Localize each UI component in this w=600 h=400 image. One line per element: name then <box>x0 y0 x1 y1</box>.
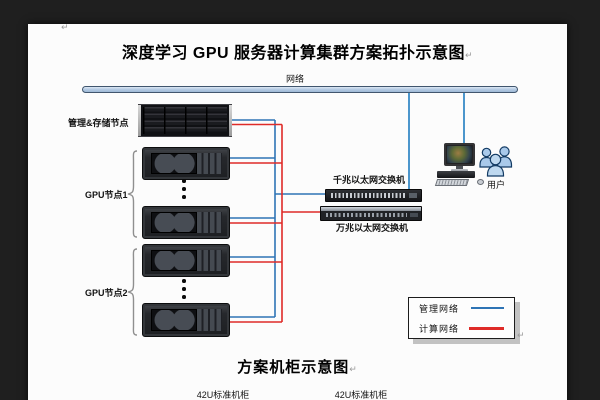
server-rail <box>138 105 141 136</box>
topology-connection-lines <box>228 93 465 323</box>
gpu-server-icon <box>142 244 230 277</box>
compute-network-lines <box>228 123 320 323</box>
gpu-server-icon <box>142 303 230 337</box>
paragraph-mark: ↵ <box>517 330 525 340</box>
storage-server-icon <box>138 104 232 137</box>
switch-uplink-module <box>409 193 417 198</box>
gpu-fan-panel <box>151 250 197 271</box>
desktop-pc-icon <box>437 171 475 178</box>
ellipsis-dots <box>182 279 186 303</box>
legend-box: 管理网络 计算网络 <box>408 297 515 339</box>
gigabit-switch-label: 千兆以太网交换机 <box>333 175 406 185</box>
cabinet-section-heading: 方案机柜示意图↵ <box>28 356 567 377</box>
legend-compute-label: 计算网络 <box>419 323 460 334</box>
gpu-psu-slots <box>197 250 222 271</box>
switch-uplink-module <box>410 213 418 217</box>
gpu-group2-brace <box>127 248 138 336</box>
monitor-icon <box>444 143 475 166</box>
document-page: ↵ 深度学习 GPU 服务器计算集群方案拓扑示意图↵ 网络 <box>28 22 567 400</box>
management-network-lines <box>228 119 325 318</box>
gpu-group2-label: GPU节点2 <box>85 288 128 298</box>
gpu-server-icon <box>142 147 230 180</box>
monitor-screen <box>447 146 472 163</box>
gpu-group1-brace <box>127 150 138 238</box>
monitor-base <box>451 169 468 172</box>
network-bus-bar <box>82 86 518 93</box>
gpu-fan-panel <box>151 212 197 233</box>
switch-top-panel <box>321 207 421 211</box>
right-cabinet-label: 42U标准机柜 <box>334 390 388 400</box>
storage-node-label: 管理&存储节点 <box>68 118 129 128</box>
legend-row-management: 管理网络 <box>419 302 504 315</box>
page-title-text: 深度学习 GPU 服务器计算集群方案拓扑示意图 <box>121 45 466 62</box>
gpu-psu-slots <box>197 212 222 233</box>
gpu-psu-slots <box>197 153 222 174</box>
keyboard-icon <box>434 179 470 186</box>
gpu-group1-label: GPU节点1 <box>85 190 128 200</box>
gigabit-switch-icon <box>325 189 422 202</box>
compute-line-sample <box>469 326 504 330</box>
users-label: 用户 <box>487 180 506 190</box>
paragraph-mark: ↵ <box>349 364 358 374</box>
monitor-stand <box>456 166 463 169</box>
gpu-psu-slots <box>197 309 222 331</box>
users-group-icon <box>479 146 513 177</box>
gpu-fan-panel <box>151 153 197 174</box>
network-label: 网络 <box>286 74 305 84</box>
gpu-fan-panel <box>151 309 197 331</box>
drive-bays <box>143 107 227 134</box>
server-rail <box>229 105 232 136</box>
legend-management-label: 管理网络 <box>419 303 460 314</box>
paragraph-mark: ↵ <box>61 22 69 32</box>
legend-row-compute: 计算网络 <box>419 322 504 335</box>
switch-ports <box>326 213 407 217</box>
page-title: 深度学习 GPU 服务器计算集群方案拓扑示意图↵ <box>28 39 567 63</box>
ten-gig-switch-label: 万兆以太网交换机 <box>336 223 409 233</box>
mouse-icon <box>477 179 484 185</box>
ellipsis-dots <box>182 179 186 203</box>
left-cabinet-label: 42U标准机柜 <box>196 390 250 400</box>
switch-ports <box>331 193 405 198</box>
cabinet-heading-text: 方案机柜示意图 <box>237 359 350 376</box>
paragraph-mark: ↵ <box>465 50 474 60</box>
gpu-server-icon <box>142 206 230 239</box>
management-line-sample <box>471 307 504 309</box>
ten-gig-switch-icon <box>320 206 422 221</box>
